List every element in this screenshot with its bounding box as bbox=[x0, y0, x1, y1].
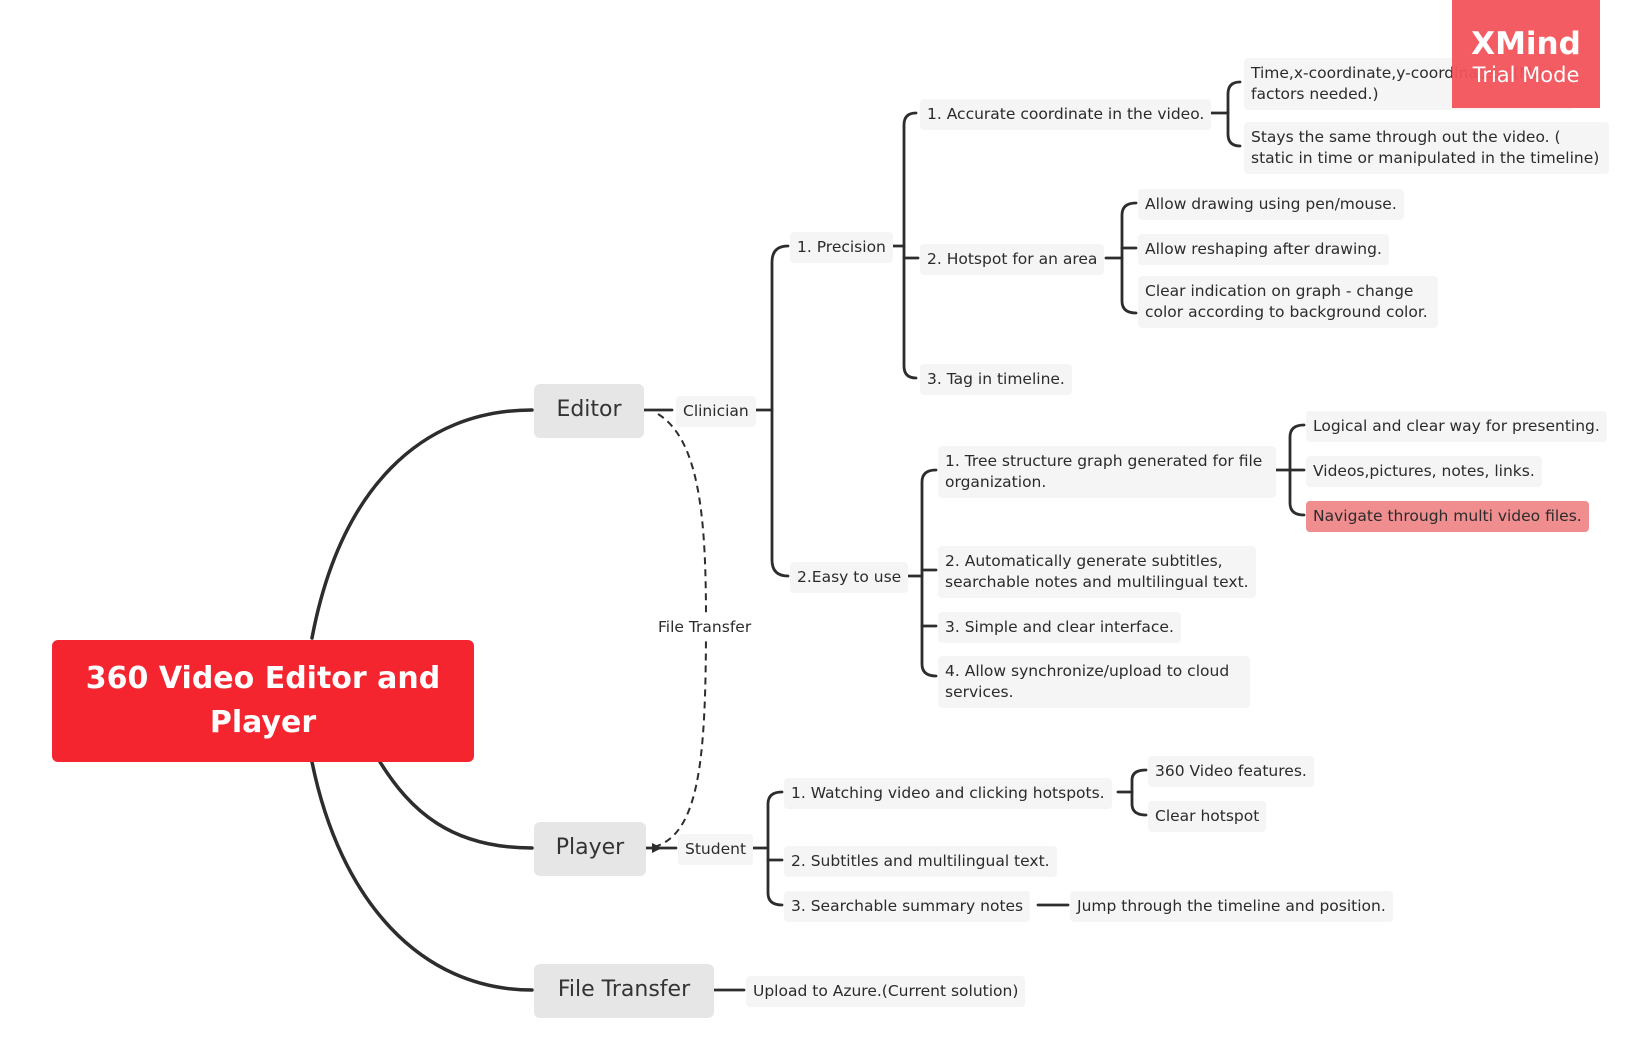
node-videos-pictures[interactable]: Videos,pictures, notes, links. bbox=[1306, 456, 1542, 487]
connector-root-player bbox=[378, 760, 534, 850]
node-simple-interface[interactable]: 3. Simple and clear interface. bbox=[938, 612, 1181, 643]
node-watching-video[interactable]: 1. Watching video and clicking hotspots. bbox=[784, 778, 1112, 809]
node-allow-reshaping[interactable]: Allow reshaping after drawing. bbox=[1138, 234, 1389, 265]
xmind-trial-watermark: XMind Trial Mode bbox=[1452, 0, 1600, 108]
node-logical[interactable]: Logical and clear way for presenting. bbox=[1306, 411, 1607, 442]
node-searchable-notes[interactable]: 3. Searchable summary notes bbox=[784, 891, 1031, 922]
node-clear-hotspot[interactable]: Clear hotspot bbox=[1148, 801, 1267, 832]
node-clinician[interactable]: Clinician bbox=[676, 396, 756, 427]
root-title: 360 Video Editor and Player bbox=[85, 661, 441, 740]
root-topic[interactable]: 360 Video Editor and Player bbox=[52, 640, 474, 762]
connector-root-file-transfer bbox=[310, 760, 534, 992]
node-precision[interactable]: 1. Precision bbox=[790, 232, 893, 263]
node-hotspot-area[interactable]: 2. Hotspot for an area bbox=[920, 244, 1105, 275]
node-360-features[interactable]: 360 Video features. bbox=[1148, 756, 1314, 787]
relationship-arrow-head bbox=[652, 843, 662, 853]
node-stays-same[interactable]: Stays the same through out the video. ( … bbox=[1244, 122, 1609, 174]
node-tree-structure[interactable]: 1. Tree structure graph generated for fi… bbox=[938, 446, 1276, 498]
branch-file-transfer[interactable]: File Transfer bbox=[534, 964, 714, 1018]
watermark-mode: Trial Mode bbox=[1472, 63, 1580, 87]
node-navigate-multi-video[interactable]: Navigate through multi video files. bbox=[1306, 501, 1589, 532]
node-jump-timeline[interactable]: Jump through the timeline and position. bbox=[1070, 891, 1393, 922]
branch-editor[interactable]: Editor bbox=[534, 384, 644, 438]
node-accurate-coordinate[interactable]: 1. Accurate coordinate in the video. bbox=[920, 99, 1212, 130]
node-student[interactable]: Student bbox=[678, 834, 754, 865]
node-allow-drawing[interactable]: Allow drawing using pen/mouse. bbox=[1138, 189, 1404, 220]
node-subtitles-multilingual[interactable]: 2. Subtitles and multilingual text. bbox=[784, 846, 1057, 877]
branch-player[interactable]: Player bbox=[534, 822, 646, 876]
watermark-brand: XMind bbox=[1471, 26, 1581, 62]
node-tag-timeline[interactable]: 3. Tag in timeline. bbox=[920, 364, 1072, 395]
node-sync-cloud[interactable]: 4. Allow synchronize/upload to cloud ser… bbox=[938, 656, 1250, 708]
node-upload-azure[interactable]: Upload to Azure.(Current solution) bbox=[746, 976, 1026, 1007]
node-auto-subtitles[interactable]: 2. Automatically generate subtitles, sea… bbox=[938, 546, 1256, 598]
connector-root-editor bbox=[310, 408, 534, 640]
relationship-label[interactable]: File Transfer bbox=[654, 616, 756, 638]
node-clear-indication[interactable]: Clear indication on graph - change color… bbox=[1138, 276, 1438, 328]
node-easy-to-use[interactable]: 2.Easy to use bbox=[790, 562, 909, 593]
